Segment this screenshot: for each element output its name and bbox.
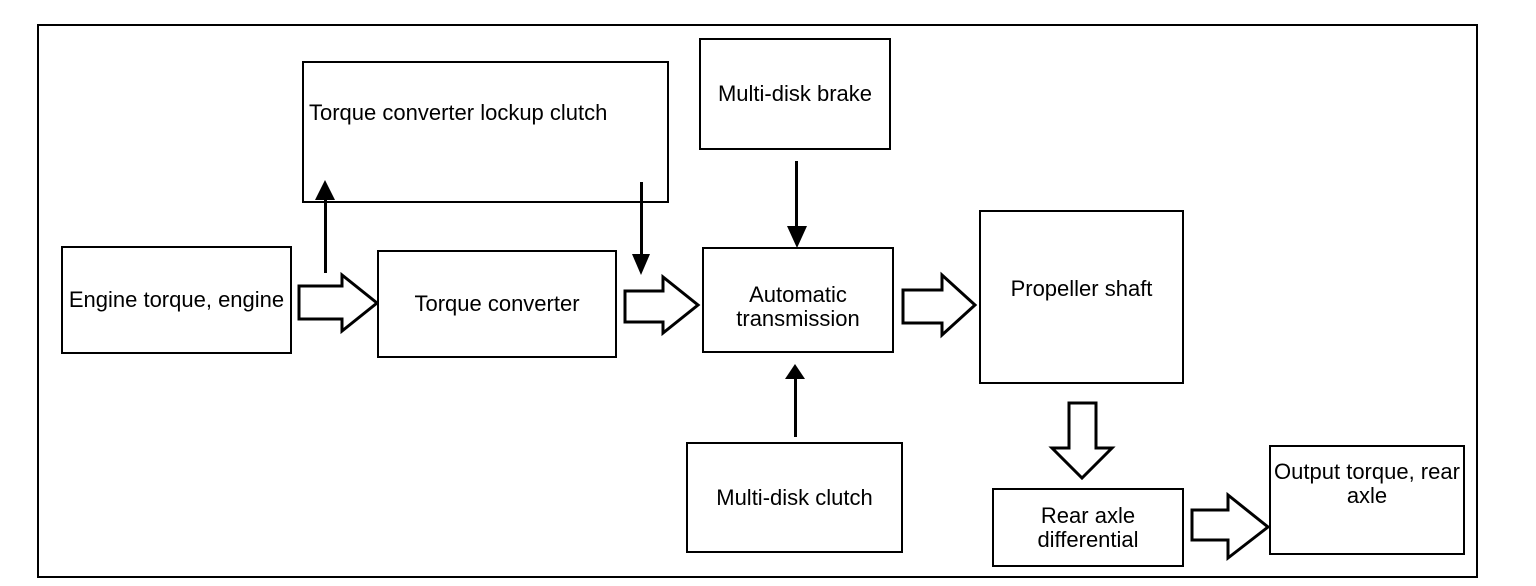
node-label: Torque converter lockup clutch [309, 100, 608, 125]
node-label: Multi-disk brake [717, 81, 873, 106]
thin-arrow-up-to-lockup-clutch-head-icon [315, 180, 335, 200]
thin-arrow-up-to-lockup-clutch-line [324, 199, 327, 273]
node-label: Engine torque, engine [68, 287, 285, 312]
thin-arrow-lockup-clutch-down-line [640, 182, 643, 254]
node-label: Torque converter [414, 291, 580, 316]
block-arrow-propeller-shaft-to-rear-axle [1048, 401, 1116, 481]
node-propeller-shaft: Propeller shaft [979, 210, 1184, 384]
node-automatic-transmission: Automatic transmission [702, 247, 894, 353]
thin-arrow-brake-to-transmission-line [795, 161, 798, 226]
node-engine-torque: Engine torque, engine [61, 246, 292, 354]
block-arrow-engine-to-converter [297, 271, 380, 335]
node-torque-converter-lockup-clutch: Torque converter lockup clutch [302, 61, 669, 203]
node-torque-converter: Torque converter [377, 250, 617, 358]
node-label: Multi-disk clutch [716, 484, 873, 510]
thin-arrow-brake-to-transmission-head-icon [787, 226, 807, 248]
block-arrow-converter-to-transmission [623, 273, 701, 337]
block-arrow-transmission-to-propeller-shaft [901, 271, 978, 339]
node-rear-axle-differential: Rear axle differential [992, 488, 1184, 567]
node-label: Propeller shaft [1010, 276, 1153, 301]
node-label: Automatic transmission [736, 282, 860, 331]
thin-arrow-lockup-clutch-down-head-icon [632, 254, 650, 275]
node-label: Rear axle differential [1037, 502, 1139, 552]
node-label: Output torque, rear axle [1274, 459, 1460, 508]
thin-arrow-clutch-to-transmission-line [794, 379, 797, 437]
thin-arrow-clutch-to-transmission-head-icon [785, 364, 805, 379]
node-multi-disk-brake: Multi-disk brake [699, 38, 891, 150]
block-arrow-rear-axle-to-output [1190, 491, 1271, 562]
node-multi-disk-clutch: Multi-disk clutch [686, 442, 903, 553]
node-output-torque: Output torque, rear axle [1269, 445, 1465, 555]
